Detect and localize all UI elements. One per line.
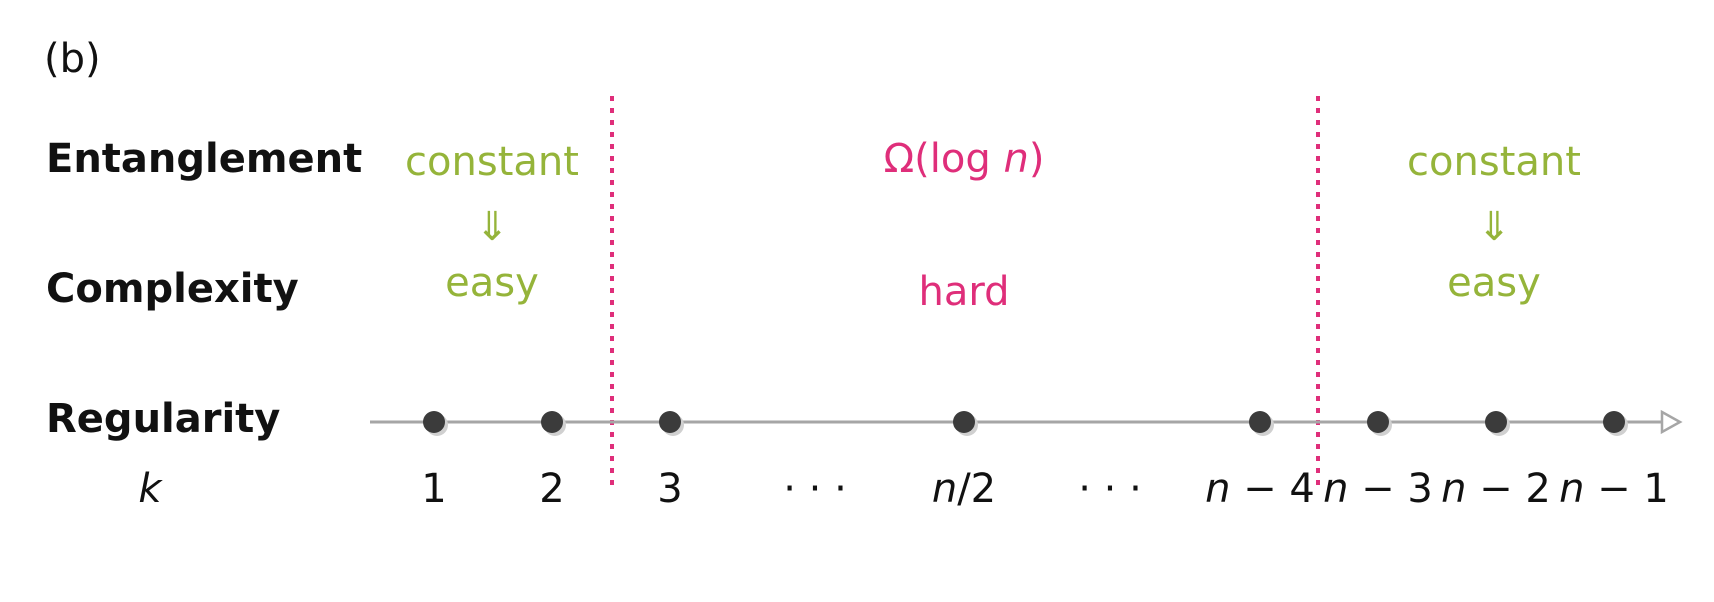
axis-tick-label: n − 1 xyxy=(1559,466,1669,512)
axis-dot xyxy=(1485,411,1507,433)
axis-tick-label: n − 3 xyxy=(1323,466,1433,512)
axis-dot xyxy=(953,411,975,433)
axis-tick-label: 3 xyxy=(657,466,682,512)
axis-dot xyxy=(1603,411,1625,433)
right-entanglement-constant: constant xyxy=(1407,139,1581,185)
axis-dot xyxy=(541,411,563,433)
right-complexity-easy: easy xyxy=(1447,260,1541,306)
axis-tick-label: n − 4 xyxy=(1205,466,1315,512)
row-label-complexity: Complexity xyxy=(46,266,299,312)
left-implies-arrow: ⇓ xyxy=(475,204,509,250)
axis-tick-label: · · · xyxy=(1078,466,1142,512)
left-entanglement-constant: constant xyxy=(405,139,579,185)
left-complexity-easy: easy xyxy=(445,260,539,306)
row-label-entanglement: Entanglement xyxy=(46,136,362,182)
axis-tick-label: n/2 xyxy=(932,466,996,512)
middle-complexity-hard: hard xyxy=(919,269,1010,315)
row-label-regularity: Regularity xyxy=(46,396,280,442)
axis-tick-label: 1 xyxy=(421,466,446,512)
row-label-k: k xyxy=(138,466,163,512)
axis-tick-label: · · · xyxy=(783,466,847,512)
axis-dot xyxy=(1367,411,1389,433)
axis-dot xyxy=(423,411,445,433)
panel-label: (b) xyxy=(44,36,101,82)
right-implies-arrow: ⇓ xyxy=(1477,204,1511,250)
axis-dot xyxy=(659,411,681,433)
axis-tick-label: 2 xyxy=(539,466,564,512)
axis-arrowhead-icon xyxy=(1660,409,1683,435)
axis-tick-label: n − 2 xyxy=(1441,466,1551,512)
middle-entanglement-omega-log-n: Ω(log n) xyxy=(884,136,1045,182)
axis-dot xyxy=(1249,411,1271,433)
